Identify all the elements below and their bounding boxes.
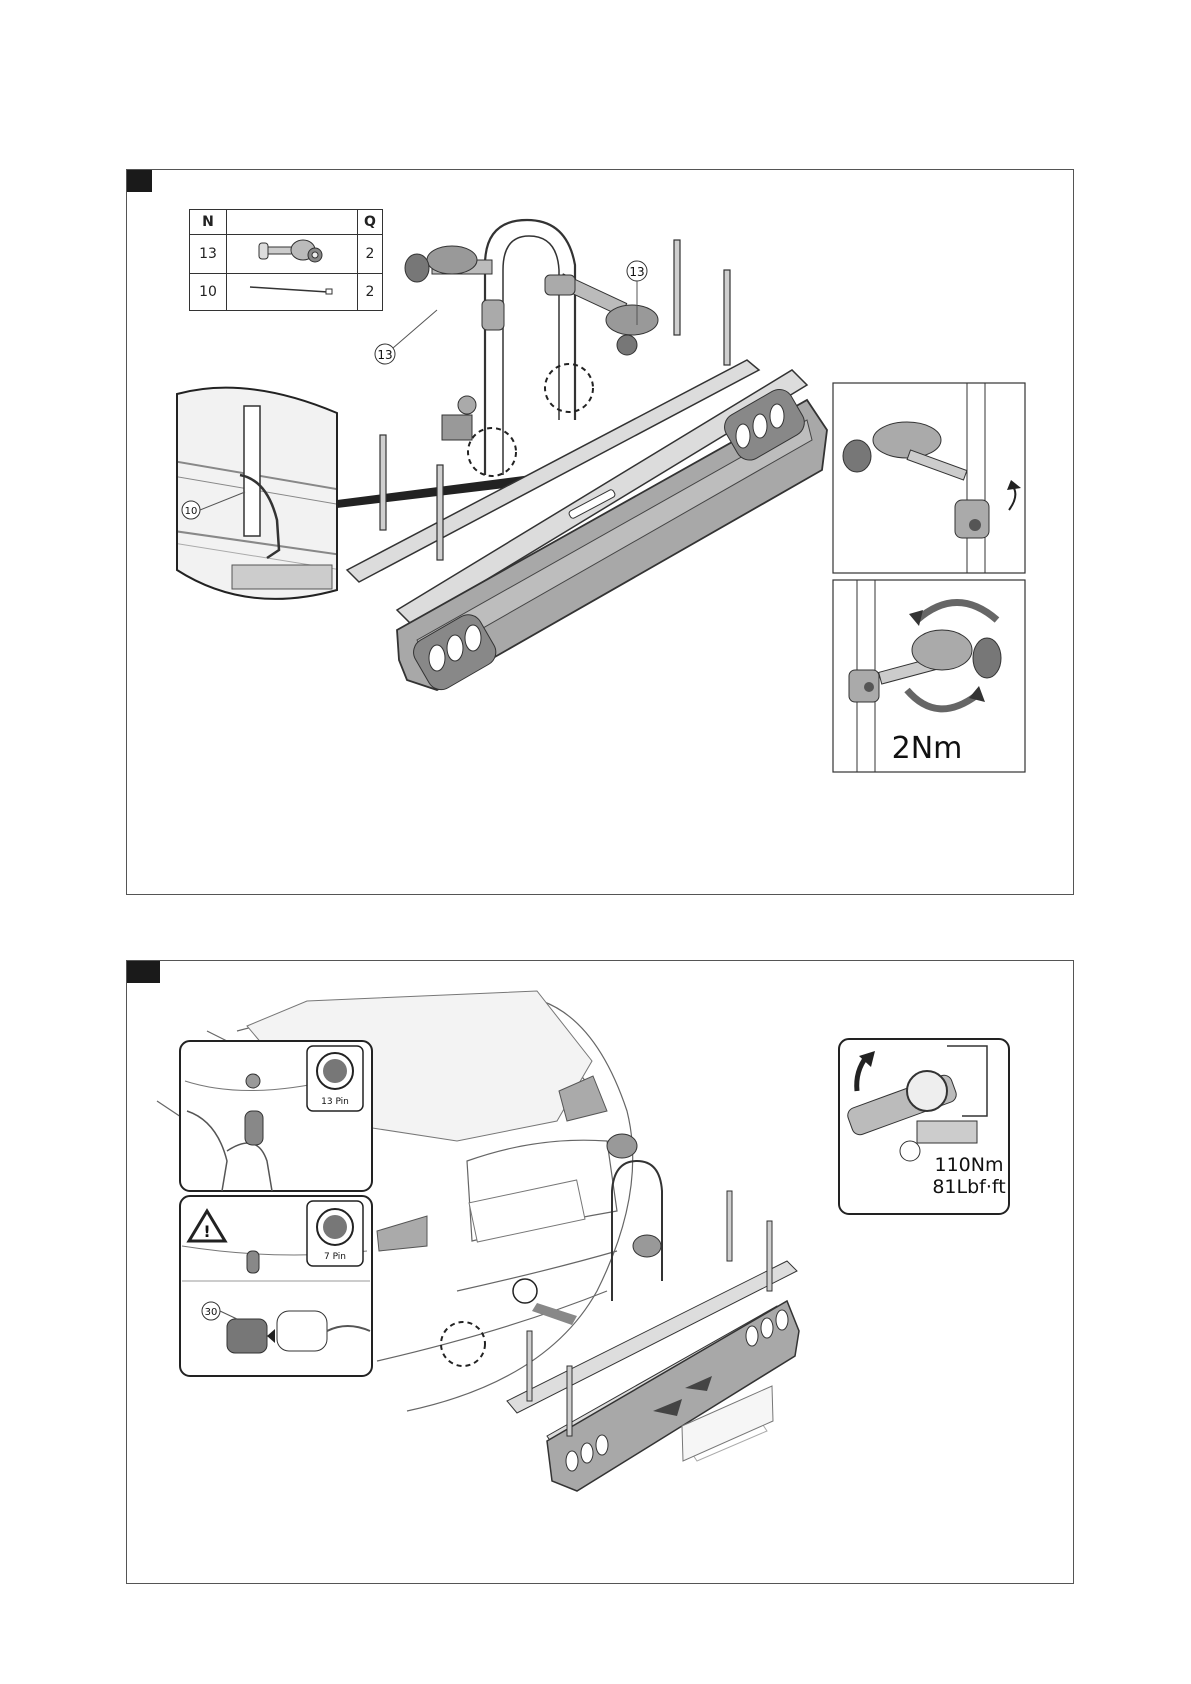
warning-exclamation-icon: ! — [203, 1222, 210, 1241]
tow-ball — [513, 1279, 537, 1303]
socket-13-pin-label: 13 Pin — [321, 1097, 349, 1107]
step2-illustration: 13 Pin ! 7 Pin 30 — [127, 961, 1073, 1583]
callout-adapter: 30 — [205, 1307, 218, 1318]
inset-coupling-torque: 110Nm 81Lbf·ft — [839, 1039, 1009, 1214]
adapter-plug — [227, 1319, 267, 1353]
inset-7pin-adapter: ! 7 Pin 30 — [180, 1196, 372, 1376]
torque-metric: 110Nm — [935, 1154, 1004, 1176]
step1-illustration: 10 — [127, 170, 1073, 894]
mount-point-lower — [468, 428, 516, 476]
frame-holder-right — [545, 274, 658, 355]
frame-holder-left — [405, 246, 504, 330]
zoom-detail-cable-tie: 10 — [167, 370, 347, 610]
tow-coupling — [442, 396, 476, 440]
mount-point-upper — [545, 364, 593, 412]
socket-location — [441, 1322, 485, 1366]
torque-imperial: 81Lbf·ft — [932, 1176, 1005, 1198]
step-panel-1: N Q 13 2 10 — [126, 169, 1074, 895]
socket-7-pin-label: 7 Pin — [324, 1252, 346, 1262]
svg-text:13: 13 — [629, 265, 644, 279]
bike-rack-drawing — [347, 220, 827, 695]
torque-label-2nm: 2Nm — [892, 731, 963, 766]
inset-13pin-connection: 13 Pin — [180, 1041, 372, 1191]
inset-holder-fit — [833, 383, 1025, 573]
svg-text:13: 13 — [377, 348, 392, 362]
callout-cable-tie: 10 — [185, 506, 198, 517]
inset-torque-tightening: 2Nm — [833, 580, 1025, 772]
callout-frame-holder-left: 13 — [375, 310, 437, 364]
step-panel-2: 13 Pin ! 7 Pin 30 — [126, 960, 1074, 1584]
